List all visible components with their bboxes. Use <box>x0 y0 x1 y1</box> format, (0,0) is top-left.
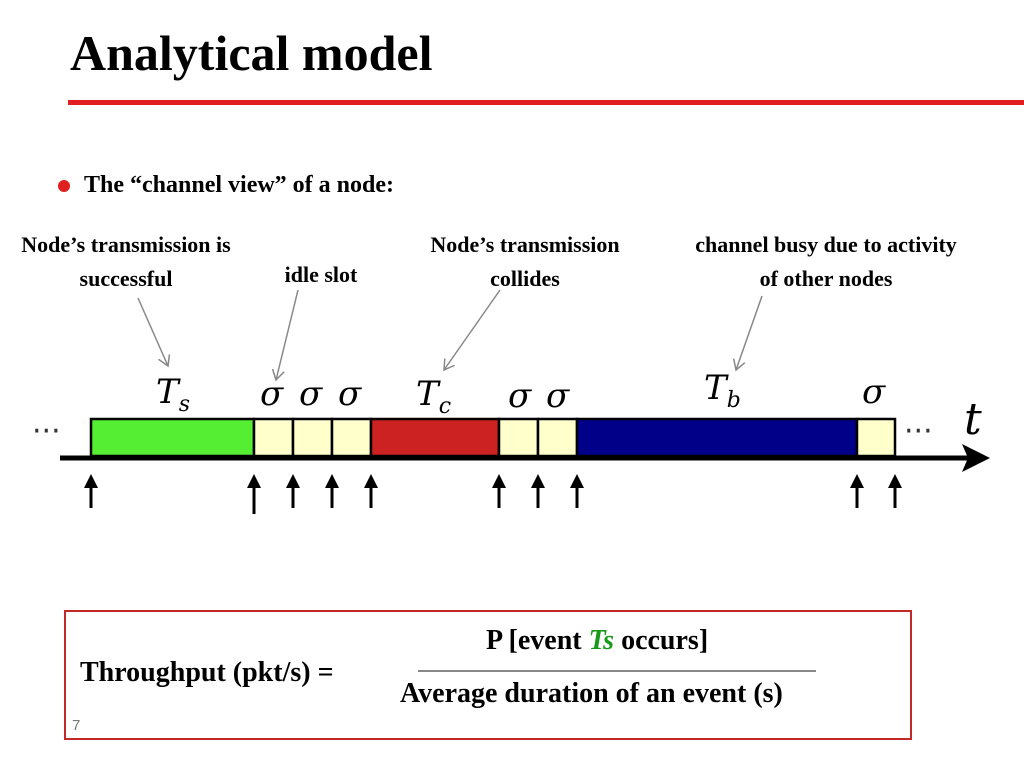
throughput-formula-box <box>64 610 912 740</box>
formula-numerator: P [event Ts occurs] <box>486 625 709 656</box>
segment-idle <box>252 417 295 458</box>
callout-busy: channel busy due to activity of other no… <box>695 232 957 291</box>
event-ts: Ts <box>588 625 615 656</box>
slot-boundary-arrow <box>247 474 261 514</box>
callout-collision: Node’s transmission collides <box>430 232 620 291</box>
slot-boundary-arrow <box>531 474 545 508</box>
slot-boundary-arrows <box>84 474 902 514</box>
fraction-bar <box>418 670 816 672</box>
slot-boundary-arrow <box>850 474 864 508</box>
segment-idle <box>855 417 897 458</box>
slot-boundary-arrow <box>325 474 339 508</box>
segment-success <box>89 417 256 458</box>
segment-idle <box>291 417 334 458</box>
symbol-sigma: σ <box>338 374 362 414</box>
bullet-dot <box>58 179 70 192</box>
callout-pointer-idle <box>276 289 299 380</box>
formula-denominator: Average duration of an event (s) <box>400 678 783 709</box>
callout-idle-slot: idle slot <box>284 262 358 287</box>
slot-boundary-arrow <box>888 474 902 508</box>
bullet-text: The “channel view” of a node: <box>84 172 395 198</box>
bullet-channel-view: The “channel view” of a node: <box>58 172 394 199</box>
symbol-ts: Ts <box>156 372 190 417</box>
slot-boundary-arrow <box>84 474 98 508</box>
slot-boundary-arrow <box>364 474 378 508</box>
segment-idle <box>497 417 540 458</box>
segment-busy <box>575 417 859 458</box>
slide-title: Analytical model <box>70 25 433 81</box>
symbol-sigma: σ <box>546 376 570 416</box>
time-axis-label: t <box>964 394 982 445</box>
symbol-sigma: σ <box>299 374 323 414</box>
symbol-tc: Tc <box>416 374 452 419</box>
callout-pointer-busy <box>736 295 763 370</box>
throughput-label: Throughput (pkt/s) = <box>80 657 334 688</box>
symbol-sigma: σ <box>260 374 284 414</box>
slot-boundary-arrow <box>492 474 506 508</box>
symbol-sigma: σ <box>862 372 886 412</box>
symbol-sigma: σ <box>508 376 532 416</box>
page-number: 7 <box>72 717 81 734</box>
slot-boundary-arrow <box>570 474 584 508</box>
callout-pointer-collision <box>444 289 501 370</box>
symbol-tb: Tb <box>704 368 741 413</box>
time-axis-arrowhead <box>962 444 990 472</box>
title-rule <box>68 100 1024 105</box>
timeline-segments <box>89 417 897 458</box>
segment-idle <box>330 417 373 458</box>
callout-success: Node’s transmission is successful <box>21 232 231 291</box>
segment-idle <box>536 417 579 458</box>
segment-collision <box>369 417 501 458</box>
callout-pointer-success <box>137 297 168 366</box>
slot-boundary-arrow <box>286 474 300 508</box>
ellipsis-left: ··· <box>32 414 61 449</box>
ellipsis-right: ··· <box>904 414 933 449</box>
